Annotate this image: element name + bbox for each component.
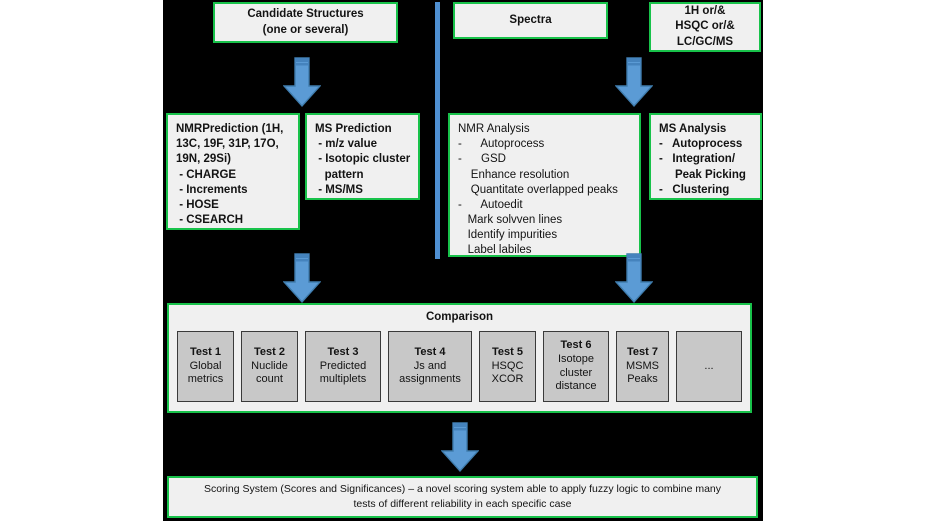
ms-analysis-line-3: - Integration/: [659, 153, 736, 166]
test-6-body-3: distance: [555, 380, 597, 393]
nmr-prediction-line-7: - CSEARCH: [176, 214, 244, 227]
test-6-body-1: Isotope: [557, 352, 595, 365]
nmr-prediction-line-5: - Increments: [176, 183, 248, 196]
spectra-box: Spectra: [453, 2, 608, 39]
nmr-prediction-line-4: - CHARGE: [176, 168, 237, 181]
arrow-prediction-to-comparison: [283, 252, 321, 304]
experiments-line-2: HSQC or/&: [675, 20, 735, 33]
test-cell-1[interactable]: Test 1 Global metrics: [177, 331, 234, 402]
ms-prediction-line-1: MS Prediction: [315, 123, 392, 135]
test-5-body-1: HSQC: [491, 359, 524, 372]
ms-prediction-box: MS Prediction - m/z value - Isotopic clu…: [305, 113, 420, 200]
test-4-body-2: assignments: [399, 373, 461, 386]
slide-black-background: Candidate Structures (one or several) Sp…: [163, 0, 763, 521]
nmr-analysis-line-4: Enhance resolution: [458, 168, 570, 181]
candidate-structures-line-1: Candidate Structures: [247, 8, 364, 21]
ms-prediction-line-3: - Isotopic cluster: [315, 153, 411, 166]
test-cell-5[interactable]: Test 5 HSQC XCOR: [479, 331, 536, 402]
test-5-header: Test 5: [492, 345, 523, 358]
ms-prediction-line-4: pattern: [315, 168, 364, 181]
nmr-prediction-line-1: NMRPrediction (1H,: [176, 123, 284, 135]
test-3-body-2: multiplets: [319, 373, 367, 386]
candidate-structures-box: Candidate Structures (one or several): [213, 2, 398, 43]
test-1-header: Test 1: [190, 345, 221, 358]
test-2-body-2: count: [256, 373, 283, 386]
comparison-title: Comparison: [425, 311, 494, 323]
test-3-body-1: Predicted: [319, 359, 367, 372]
test-cell-3[interactable]: Test 3 Predicted multiplets: [305, 331, 381, 402]
test-1-body-1: Global: [189, 359, 222, 372]
experiments-line-1: 1H or/&: [684, 5, 726, 18]
spectra-line-1: Spectra: [509, 13, 552, 26]
nmr-prediction-box: NMRPrediction (1H, 13C, 19F, 31P, 17O, 1…: [166, 113, 300, 230]
test-2-body-1: Nuclide: [251, 359, 288, 372]
test-6-header: Test 6: [560, 339, 592, 351]
test-4-body-1: Js and: [413, 359, 447, 372]
ms-prediction-line-5: - MS/MS: [315, 183, 363, 196]
test-6-body-2: cluster: [559, 366, 593, 379]
scoring-line-2: tests of different reliability in each s…: [353, 498, 572, 510]
nmr-prediction-line-3: 19N, 29Si): [176, 153, 231, 166]
test-1-body-2: metrics: [187, 373, 224, 386]
ms-prediction-line-2: - m/z value: [315, 138, 377, 151]
nmr-analysis-box: NMR Analysis - Autoprocess - GSD Enhance…: [448, 113, 641, 257]
test-3-header: Test 3: [327, 345, 359, 358]
scoring-line-1: Scoring System (Scores and Significances…: [203, 482, 722, 495]
ms-analysis-box: MS Analysis - Autoprocess - Integration/…: [649, 113, 762, 200]
nmr-prediction-line-6: - HOSE: [176, 198, 219, 211]
ms-analysis-line-5: - Clustering: [659, 183, 730, 196]
vertical-divider: [435, 2, 440, 259]
nmr-analysis-line-7: Mark solvven lines: [458, 214, 563, 227]
ms-analysis-line-1: MS Analysis: [659, 123, 727, 135]
test-4-header: Test 4: [414, 345, 446, 358]
experiments-box: 1H or/& HSQC or/& LC/GC/MS: [649, 2, 761, 52]
ms-analysis-line-4: Peak Picking: [659, 168, 746, 181]
test-cell-more[interactable]: ...: [676, 331, 742, 402]
test-7-body-1: MSMS: [626, 359, 659, 372]
tests-row: Test 1 Global metrics Test 2 Nuclide cou…: [177, 331, 742, 402]
candidate-structures-line-2: (one or several): [262, 23, 349, 36]
arrow-analysis-to-comparison: [615, 252, 653, 304]
scoring-system-box: Scoring System (Scores and Significances…: [167, 476, 758, 518]
comparison-panel: Comparison Test 1 Global metrics Test 2 …: [167, 303, 752, 413]
test-more-header: ...: [704, 359, 714, 372]
nmr-analysis-line-6: - Autoedit: [458, 198, 523, 211]
test-cell-2[interactable]: Test 2 Nuclide count: [241, 331, 298, 402]
arrow-structures-to-prediction: [283, 56, 321, 108]
ms-analysis-line-2: - Autoprocess: [659, 138, 743, 151]
nmr-analysis-line-3: - GSD: [458, 153, 506, 166]
experiments-line-3: LC/GC/MS: [676, 35, 734, 48]
test-5-body-2: XCOR: [491, 373, 524, 386]
nmr-analysis-line-1: NMR Analysis: [458, 123, 530, 135]
test-cell-4[interactable]: Test 4 Js and assignments: [388, 331, 472, 402]
nmr-analysis-line-5: Quantitate overlapped peaks: [458, 183, 618, 196]
test-2-header: Test 2: [254, 345, 285, 358]
nmr-analysis-line-8: Identify impurities: [458, 229, 558, 242]
test-cell-6[interactable]: Test 6 Isotope cluster distance: [543, 331, 609, 402]
nmr-analysis-line-2: - Autoprocess: [458, 138, 545, 151]
test-7-header: Test 7: [627, 345, 658, 358]
test-cell-7[interactable]: Test 7 MSMS Peaks: [616, 331, 669, 402]
arrow-experiments-to-ms-analysis: [615, 56, 653, 108]
nmr-prediction-line-2: 13C, 19F, 31P, 17O,: [176, 138, 279, 151]
arrow-comparison-to-scoring: [441, 421, 479, 473]
test-7-body-2: Peaks: [627, 373, 658, 386]
nmr-analysis-line-9: Label labiles: [458, 244, 532, 257]
